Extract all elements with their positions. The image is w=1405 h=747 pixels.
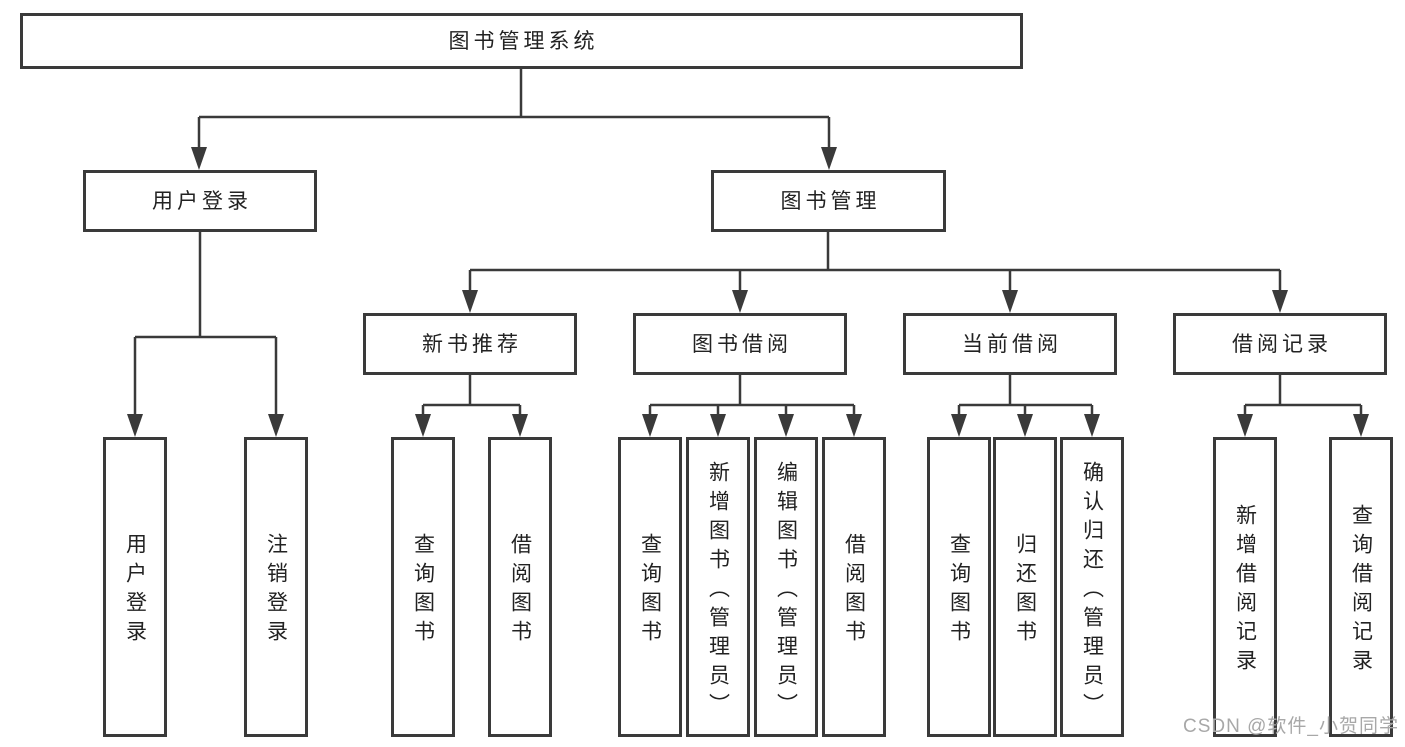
arrow-down-icon <box>710 414 726 437</box>
node-label: 用户登录 <box>152 189 252 213</box>
node-label: 确认归还（管理员） <box>1080 460 1104 722</box>
node-label: 借阅图书 <box>508 533 532 649</box>
leaf-return-books: 归还图书 <box>993 437 1057 737</box>
leaf-query-books-borrowing: 查询图书 <box>618 437 682 737</box>
node-label: 查询借阅记录 <box>1349 504 1373 678</box>
leaf-query-borrow-record: 查询借阅记录 <box>1329 437 1393 737</box>
leaf-borrow-books-borrowing: 借阅图书 <box>822 437 886 737</box>
arrow-down-icon <box>268 414 284 437</box>
leaf-confirm-return-admin: 确认归还（管理员） <box>1060 437 1124 737</box>
arrow-down-icon <box>1002 290 1018 313</box>
node-label: 借阅记录 <box>1232 332 1332 356</box>
node-label: 图书借阅 <box>692 332 792 356</box>
leaf-query-books-recommend: 查询图书 <box>391 437 455 737</box>
node-label: 新增借阅记录 <box>1233 504 1257 678</box>
leaf-user-login: 用户登录 <box>103 437 167 737</box>
node-label: 用户登录 <box>123 533 147 649</box>
arrow-down-icon <box>846 414 862 437</box>
node-current-borrowing: 当前借阅 <box>903 313 1117 375</box>
node-label: 查询图书 <box>947 533 971 649</box>
arrow-down-icon <box>512 414 528 437</box>
arrow-down-icon <box>778 414 794 437</box>
arrow-down-icon <box>1272 290 1288 313</box>
arrow-down-icon <box>415 414 431 437</box>
arrow-down-icon <box>1353 414 1369 437</box>
csdn-watermark: CSDN @软件_小贺同学 <box>1183 716 1399 737</box>
node-book-management: 图书管理 <box>711 170 946 232</box>
arrow-down-icon <box>191 147 207 170</box>
node-label: 新增图书（管理员） <box>706 460 730 722</box>
arrow-down-icon <box>951 414 967 437</box>
leaf-query-books-current: 查询图书 <box>927 437 991 737</box>
arrowhead-icons <box>127 147 1369 437</box>
node-label: 当前借阅 <box>962 332 1062 356</box>
leaf-add-borrow-record: 新增借阅记录 <box>1213 437 1277 737</box>
arrow-down-icon <box>127 414 143 437</box>
node-label: 查询图书 <box>638 533 662 649</box>
node-label: 注销登录 <box>264 533 288 649</box>
node-new-book-recommendation: 新书推荐 <box>363 313 577 375</box>
node-book-borrowing: 图书借阅 <box>633 313 847 375</box>
leaf-add-books-admin: 新增图书（管理员） <box>686 437 750 737</box>
node-label: 查询图书 <box>411 533 435 649</box>
node-library-management-system: 图书管理系统 <box>20 13 1023 69</box>
leaf-borrow-books-recommend: 借阅图书 <box>488 437 552 737</box>
node-label: 图书管理 <box>780 189 881 213</box>
arrow-down-icon <box>1017 414 1033 437</box>
arrow-down-icon <box>821 147 837 170</box>
leaf-edit-books-admin: 编辑图书（管理员） <box>754 437 818 737</box>
node-label: 归还图书 <box>1013 533 1037 649</box>
arrow-down-icon <box>1084 414 1100 437</box>
node-label: 借阅图书 <box>842 533 866 649</box>
node-label: 新书推荐 <box>422 332 522 356</box>
leaf-logout: 注销登录 <box>244 437 308 737</box>
node-label: 编辑图书（管理员） <box>774 460 798 722</box>
connector-lines <box>133 69 1363 417</box>
arrow-down-icon <box>642 414 658 437</box>
arrow-down-icon <box>1237 414 1253 437</box>
node-borrowing-records: 借阅记录 <box>1173 313 1387 375</box>
arrow-down-icon <box>462 290 478 313</box>
node-user-login: 用户登录 <box>83 170 317 232</box>
node-label: 图书管理系统 <box>448 29 599 53</box>
arrow-down-icon <box>732 290 748 313</box>
